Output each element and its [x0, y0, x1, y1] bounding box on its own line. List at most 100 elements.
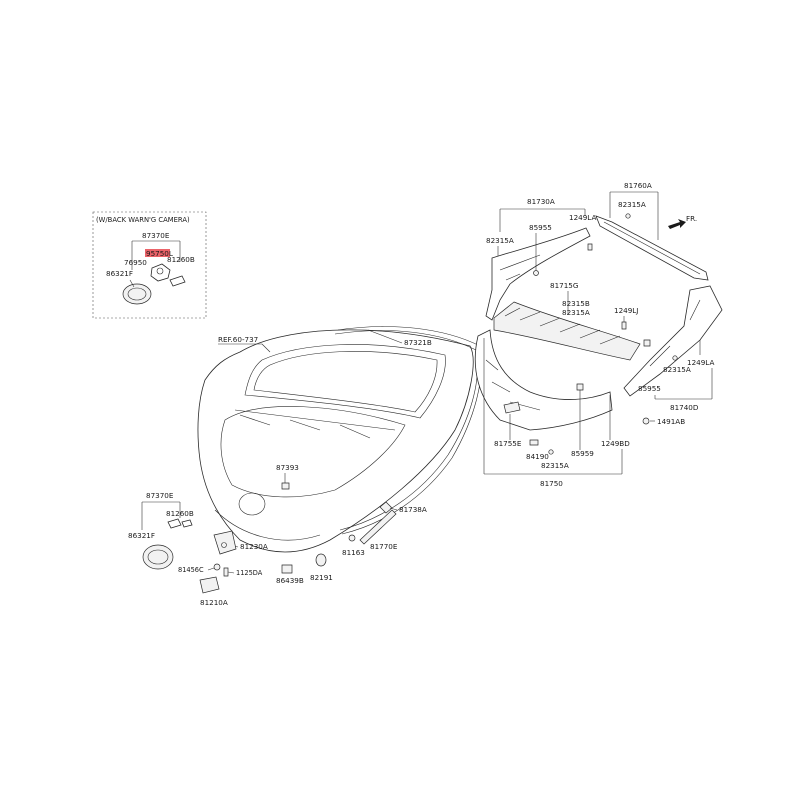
trim-81730a-detail	[499, 254, 541, 281]
trim-81730a	[485, 227, 591, 321]
emblem-inset	[122, 283, 152, 305]
label-95750l: 95750L	[146, 249, 173, 258]
label-1249la-a: 1249LA	[569, 213, 596, 222]
camera-inset-frame	[92, 211, 207, 319]
label-1249bd: 1249BD	[601, 439, 630, 448]
part-87393	[281, 482, 290, 490]
tailgate-glass-frame	[244, 344, 446, 419]
part-81163	[348, 534, 356, 542]
clip-82315a-e	[548, 449, 554, 455]
label-81750: 81750	[540, 479, 563, 488]
leader-87321b	[367, 329, 403, 344]
label-86321f-inset: 86321F	[106, 269, 133, 278]
bumper-82191	[315, 553, 327, 567]
switch-81260b	[167, 518, 193, 529]
weatherstrip	[334, 330, 478, 531]
label-81260b: 81260B	[166, 509, 194, 518]
spoiler-81760a-edge	[603, 221, 701, 275]
clip-85959	[576, 383, 584, 391]
label-81715g: 81715G	[550, 281, 578, 290]
tailgate-inner-cutout	[220, 406, 406, 498]
label-81738a: 81738A	[399, 505, 427, 514]
label-86321f: 86321F	[128, 531, 155, 540]
label-81210a: 81210A	[200, 598, 228, 607]
camera-inset-title: (W/BACK WARN'G CAMERA)	[96, 216, 190, 224]
label-87321b: 87321B	[404, 338, 432, 347]
label-85955-b: 85955	[638, 384, 661, 393]
emblem-86321f-inner	[147, 549, 169, 565]
tailgate-outer	[197, 329, 474, 553]
screw-1249lj	[621, 321, 627, 330]
label-81770e: 81770E	[370, 542, 398, 551]
screw-1249la-a	[587, 243, 593, 251]
label-87370e: 87370E	[146, 491, 174, 500]
label-81456c: 81456C	[178, 566, 204, 574]
label-ref: REF.60-737	[218, 335, 258, 344]
strut-81770e	[359, 509, 397, 545]
label-86439b: 86439B	[276, 576, 304, 585]
leader-86321f-inset	[129, 279, 135, 288]
tailgate-ribs	[234, 409, 396, 439]
label-1249la-b: 1249LA	[687, 358, 714, 367]
bumper-86439b	[281, 564, 293, 574]
emblem-inset-inner	[127, 287, 147, 301]
label-82315b: 82315B	[562, 299, 590, 308]
label-82315a-e: 82315A	[541, 461, 569, 470]
trim-81740d-detail	[649, 299, 701, 367]
clip-82315a-d	[672, 355, 678, 361]
tailgate-glass	[253, 351, 438, 413]
tailgate-emblem-recess	[238, 492, 266, 516]
label-82315a-a: 82315A	[486, 236, 514, 245]
fastener-1491ab	[642, 417, 650, 425]
highlight-95750l	[145, 249, 170, 257]
label-1249lj: 1249LJ	[614, 306, 638, 315]
label-84190: 84190	[526, 452, 549, 461]
part-84190	[529, 439, 539, 446]
latch-81230a-hole	[221, 542, 227, 548]
label-85955-a: 85955	[529, 223, 552, 232]
clip-82315a-b	[625, 213, 631, 219]
leader-ref-tip	[261, 343, 271, 353]
leader-81456c	[207, 567, 215, 571]
tailgate-lower-edge	[214, 509, 321, 541]
part-81456c	[213, 563, 221, 571]
label-81260b-inset: 81260B	[167, 255, 195, 264]
striker-81210a	[199, 576, 220, 594]
label-82315a-b: 82315A	[618, 200, 646, 209]
fr-arrow-icon	[668, 219, 686, 229]
trim-81715g	[493, 301, 641, 361]
label-81740d: 81740D	[670, 403, 699, 412]
part-81755e	[503, 401, 521, 414]
label-81730a: 81730A	[527, 197, 555, 206]
label-87370e-inset: 87370E	[142, 231, 170, 240]
emblem-86321f	[142, 544, 174, 570]
clip-85955-a	[533, 270, 539, 276]
label-76950: 76950	[124, 258, 147, 267]
label-81755e: 81755E	[494, 439, 522, 448]
label-87393: 87393	[276, 463, 299, 472]
leader-1125da	[227, 571, 235, 574]
bolt-1125da	[223, 567, 229, 577]
stopper-81738a	[379, 501, 393, 514]
label-85959: 85959	[571, 449, 594, 458]
label-82315a-d: 82315A	[663, 365, 691, 374]
trim-81740d	[623, 285, 723, 397]
switch-inset	[169, 275, 186, 287]
camera-lens-inset	[156, 267, 164, 275]
camera-module-inset	[150, 263, 171, 282]
label-fr: FR.	[686, 214, 697, 223]
leader-81738a	[389, 507, 398, 511]
label-81163: 81163	[342, 548, 365, 557]
label-1491ab: 1491AB	[657, 417, 685, 426]
label-82315a-c: 82315A	[562, 308, 590, 317]
clip-85955-b	[643, 339, 651, 347]
trim-81715g-hatch	[504, 307, 621, 345]
tailgate-panel	[197, 326, 482, 553]
camera-inset: (W/BACK WARN'G CAMERA) 87370E 95750L 769…	[92, 211, 207, 319]
label-82191: 82191	[310, 573, 333, 582]
label-1125da: 1125DA	[236, 569, 263, 577]
label-81230a: 81230A	[240, 542, 268, 551]
label-81760a: 81760A	[624, 181, 652, 190]
weatherstrip-inner	[337, 326, 482, 535]
